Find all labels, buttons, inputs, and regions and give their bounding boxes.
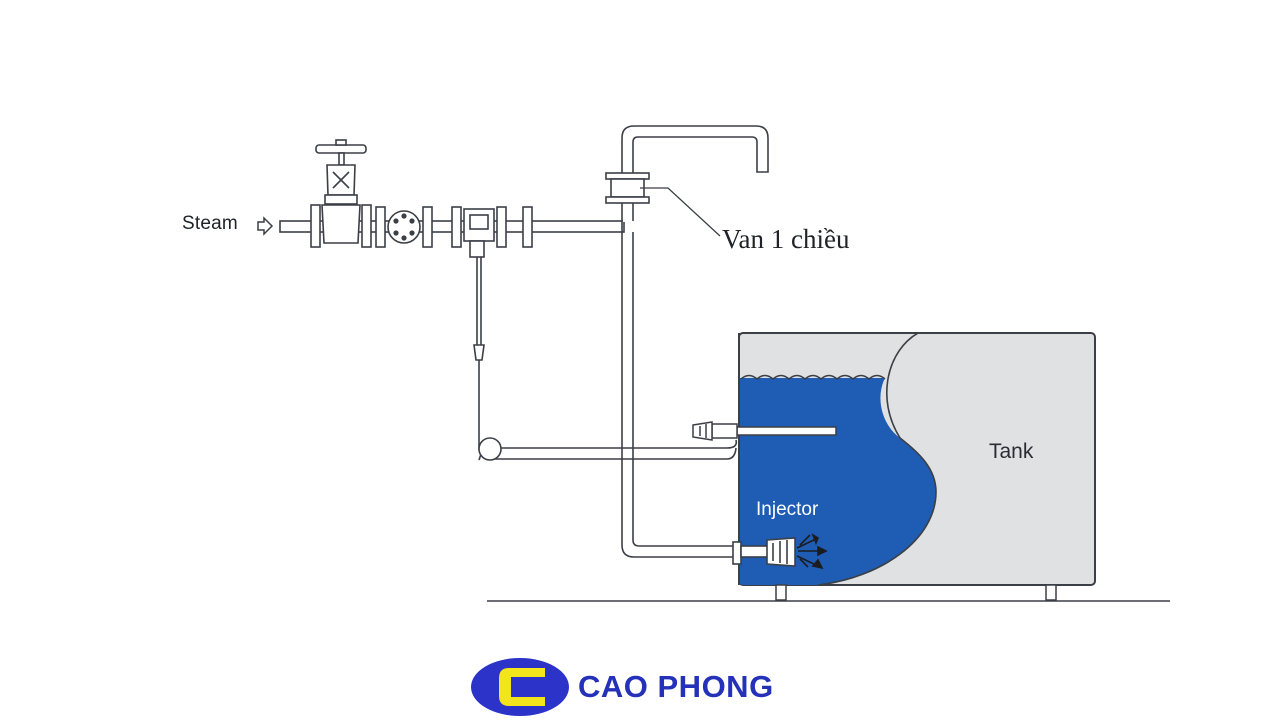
steam-injector: [732, 537, 796, 567]
steam-inlet-arrow-icon: [257, 216, 274, 236]
brand-name: CAO PHONG: [578, 669, 774, 704]
sensing-capillary: [478, 370, 738, 461]
injector-jet-arrows: [796, 533, 828, 570]
cao-phong-logo-mark: [471, 658, 569, 716]
capillary-coil: [478, 437, 502, 461]
check-valve-leader-line: [640, 187, 721, 237]
tank-leg-left: [775, 584, 787, 601]
check-valve-label: Van 1 chiều: [722, 224, 850, 254]
injector-label: Injector: [756, 499, 819, 520]
riser-pipe: [621, 125, 769, 558]
globe-valve: [310, 139, 372, 248]
tank-leg-right: [1045, 584, 1057, 601]
water-surface-waves: [740, 374, 886, 380]
pipe-strainer: [375, 206, 433, 248]
tank-cutaway-edge: [817, 333, 937, 585]
temperature-sensor-bulb: [692, 421, 837, 441]
temperature-control-valve: [451, 206, 533, 370]
steam-label: Steam: [182, 213, 238, 234]
tank-label: Tank: [989, 440, 1034, 463]
